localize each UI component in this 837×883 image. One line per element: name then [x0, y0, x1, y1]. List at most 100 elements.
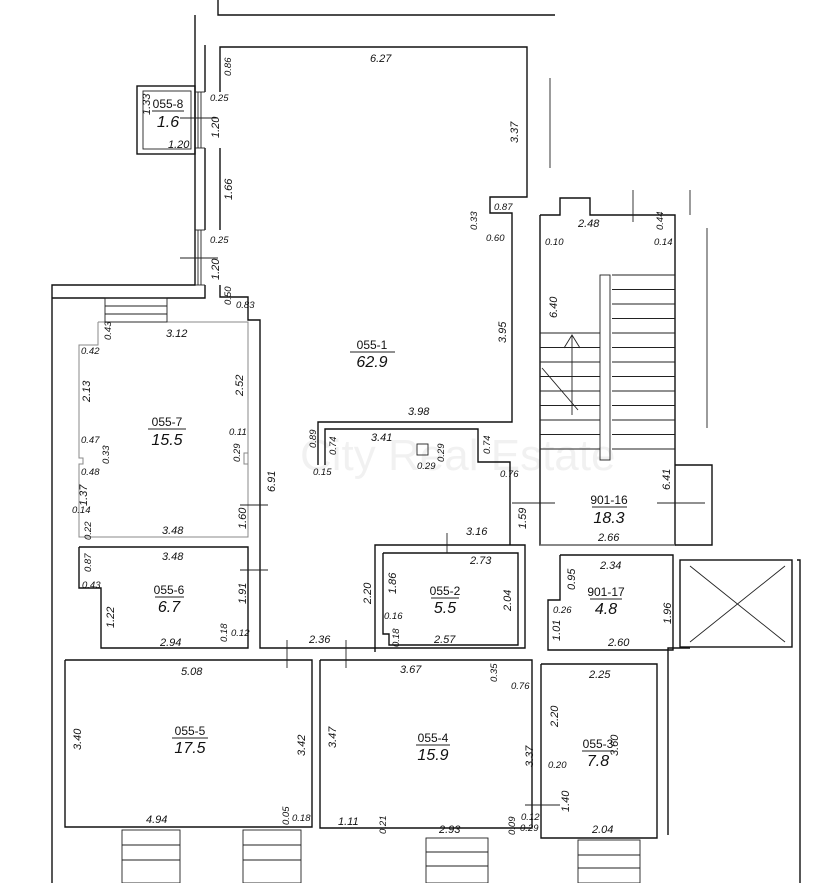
dimension-label: 1.33 [141, 93, 153, 115]
dimension-label: 1.59 [517, 508, 529, 529]
room-labels: 055-162.9 055-715.5 055-6 6.7 055-2 5.5 90… [148, 97, 628, 770]
room-area: 6.7 [158, 599, 181, 616]
room-area: 17.5 [174, 740, 205, 757]
dimension-label: 1.20 [210, 116, 222, 138]
dimension-label: 1.66 [223, 178, 235, 200]
dimension-label: 3.40 [72, 728, 84, 750]
room-area: 4.8 [595, 601, 617, 618]
room-055-1[interactable]: 055-162.9 [350, 338, 395, 371]
room-055-3[interactable]: 055-3 7.8 [582, 737, 614, 770]
room-area: 7.8 [587, 753, 609, 770]
watermark: City Real Estate [300, 431, 615, 480]
room-id: 055-8 [153, 97, 184, 111]
dimension-label: 0.29 [417, 461, 436, 472]
dimension-label: 3.67 [400, 664, 422, 676]
dimension-label: 3.16 [466, 526, 488, 538]
dimension-label: 2.57 [433, 634, 456, 646]
dimension-label: 6.91 [266, 471, 278, 492]
dimension-label: 0.43 [103, 321, 114, 340]
dimension-label: 2.94 [159, 637, 181, 649]
dimension-label: 0.35 [489, 663, 500, 682]
dimension-label: 0.05 [281, 806, 292, 825]
dimension-label: 0.60 [486, 233, 505, 244]
walls [51, 0, 801, 883]
dimension-label: 2.34 [599, 560, 621, 572]
dimension-label: 4.94 [146, 814, 167, 826]
room-id: 055-3 [583, 737, 614, 751]
dimension-label: 0.18 [219, 623, 230, 642]
room-id: 055-5 [175, 724, 206, 738]
dimension-label: 3.41 [371, 432, 392, 444]
dimension-label: 6.41 [661, 469, 673, 490]
dimension-label: 0.33 [469, 211, 480, 230]
dimension-label: 0.43 [82, 580, 101, 591]
dimension-label: 1.20 [168, 139, 190, 151]
dimension-label: 0.86 [223, 57, 234, 76]
room-area: 18.3 [593, 510, 624, 527]
dimension-label: 2.66 [597, 532, 620, 544]
room-055-7[interactable]: 055-715.5 [148, 415, 186, 449]
dimension-label: 0.14 [72, 505, 91, 516]
dimension-label: 0.16 [384, 611, 403, 622]
dimension-label: 2.48 [577, 218, 600, 230]
dimension-label: 0.29 [520, 823, 539, 834]
room-id: 901-16 [590, 493, 628, 507]
room-055-2[interactable]: 055-2 5.5 [430, 584, 461, 617]
dimension-label: 0.09 [507, 816, 518, 835]
room-055-8[interactable]: 055-81.6 [152, 97, 184, 131]
room-id: 055-2 [430, 584, 461, 598]
dimension-label: 1.20 [210, 258, 222, 280]
room-901-17[interactable]: 901-174.8 [587, 585, 625, 618]
dimension-label: 3.98 [408, 406, 430, 418]
dimension-label: 0.22 [83, 521, 94, 540]
dimension-label: 0.18 [292, 813, 311, 824]
dimension-label: 3.60 [609, 734, 621, 756]
dimension-label: 0.48 [81, 467, 100, 478]
room-055-4[interactable]: 055-415.9 [416, 731, 450, 764]
dimension-label: 0.20 [548, 760, 567, 771]
dimension-label: 0.12 [521, 812, 540, 823]
dimension-label: 1.91 [237, 583, 249, 604]
dimension-label: 6.40 [548, 296, 560, 318]
dimension-label: 0.74 [328, 437, 339, 456]
room-area: 5.5 [434, 600, 456, 617]
dimension-label: 0.44 [655, 212, 666, 231]
dimension-label: 0.29 [232, 443, 243, 462]
dimension-label: 0.29 [436, 443, 447, 462]
dimension-label: 2.36 [308, 634, 331, 646]
dimension-label: 0.89 [308, 429, 319, 448]
dimension-label: 3.37 [524, 745, 536, 767]
dimension-label: 2.04 [591, 824, 613, 836]
dimension-label: 1.37 [78, 484, 90, 506]
dimension-label: 2.04 [502, 590, 514, 612]
dimension-label: 0.12 [231, 628, 250, 639]
room-055-6[interactable]: 055-6 6.7 [154, 583, 185, 616]
room-055-5[interactable]: 055-5 17.5 [172, 724, 208, 757]
dimension-label: 2.20 [549, 705, 561, 728]
dimension-label: 3.42 [296, 735, 308, 756]
dimension-label: 6.27 [370, 53, 392, 65]
dimension-label: 1.11 [338, 816, 359, 828]
dimension-label: 0.18 [391, 628, 402, 647]
dimension-label: 1.40 [560, 790, 572, 812]
dimension-label: 0.95 [566, 568, 578, 590]
dimension-label: 3.12 [166, 328, 187, 340]
dimension-label: 3.37 [509, 121, 521, 143]
dimension-label: 2.25 [588, 669, 611, 681]
room-id: 055-6 [154, 583, 185, 597]
dimension-label: 0.76 [511, 681, 530, 692]
dimension-label: 3.48 [162, 525, 184, 537]
dimension-label: 0.50 [223, 286, 234, 305]
dimension-label: 0.25 [210, 235, 229, 246]
room-901-16[interactable]: 901-16 18.3 [590, 493, 628, 527]
dimension-label: 0.76 [500, 469, 519, 480]
dimension-label: 0.14 [654, 237, 673, 248]
room-id: 055-4 [418, 731, 449, 745]
dimension-label: 0.83 [236, 300, 255, 311]
dimension-label: 0.87 [494, 202, 513, 213]
dimension-label: 0.42 [81, 346, 100, 357]
room-area: 62.9 [356, 354, 387, 371]
dimension-label: 1.86 [387, 572, 399, 594]
room-id: 055-7 [152, 415, 183, 429]
